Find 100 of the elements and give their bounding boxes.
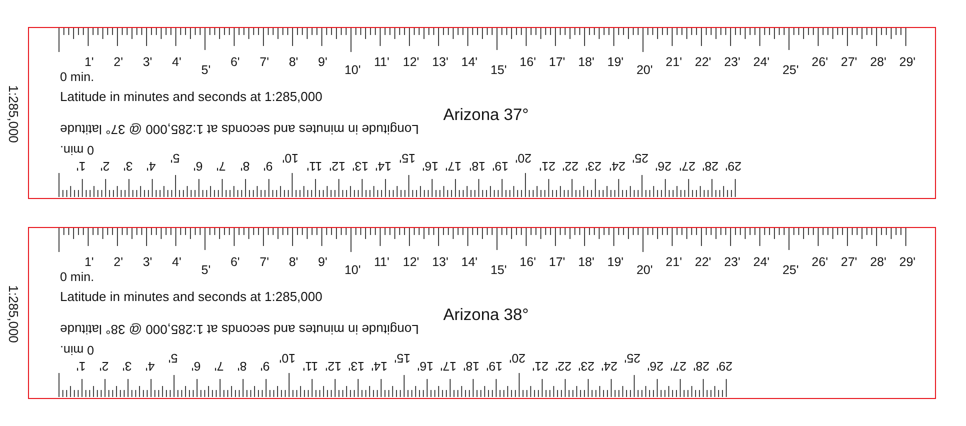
scale-number: 3' xyxy=(122,359,132,373)
scale-zero-label: 0 min. xyxy=(60,343,94,357)
scale-number: 18' xyxy=(578,255,594,269)
scale-number: 17' xyxy=(548,55,566,69)
scale-number: 8' xyxy=(237,359,247,373)
scale-caption: Longitude in minutes and seconds at 1:285,000 @ 38° latitude xyxy=(60,322,419,336)
scale-number: 9' xyxy=(318,255,328,269)
scale-ratio: 1:285,000 xyxy=(6,285,20,343)
scale-ratio: 1:285,000 xyxy=(6,85,20,143)
scale-number: 1' xyxy=(76,159,86,173)
scale-number: 18' xyxy=(578,55,594,69)
scale-number: 4' xyxy=(145,359,155,373)
scale-number: 5' xyxy=(170,151,180,165)
scale-number: 14' xyxy=(371,359,388,373)
scale-number: 22' xyxy=(694,55,712,69)
scale-number: 24' xyxy=(753,255,770,269)
scale-number: 20' xyxy=(636,263,653,277)
scale-number: 19' xyxy=(607,255,624,269)
scale-number: 14' xyxy=(461,255,478,269)
scale-number: 7' xyxy=(260,55,269,69)
scale-zero-label: 0 min. xyxy=(60,270,94,284)
scale-number: 26' xyxy=(812,255,828,269)
scale-caption: Latitude in minutes and seconds at 1:285,000 xyxy=(60,90,322,104)
scale-number: 6' xyxy=(230,55,240,69)
scale-number: 9' xyxy=(263,159,273,173)
scale-number: 15' xyxy=(394,351,411,365)
scale-number: 14' xyxy=(376,159,392,173)
scale-number: 2' xyxy=(114,55,123,69)
scale-number: 22' xyxy=(555,359,572,373)
scale-number: 13' xyxy=(348,359,365,373)
scale-number: 16' xyxy=(417,359,434,373)
scale-number: 21' xyxy=(666,55,682,69)
scale-number: 23' xyxy=(578,359,595,373)
scale-number: 13' xyxy=(432,55,448,69)
scale-number: 13' xyxy=(352,159,369,173)
scale-number: 2' xyxy=(99,359,109,373)
scale-number: 22' xyxy=(694,255,712,269)
scale-number: 17' xyxy=(440,359,457,373)
scale-number: 21' xyxy=(538,159,556,173)
scale-number: 12' xyxy=(329,159,346,173)
scale-number: 27' xyxy=(840,255,858,269)
scale-number: 21' xyxy=(532,359,549,373)
scale-number: 15' xyxy=(399,151,416,165)
scale-number: 6' xyxy=(193,159,203,173)
scale-number: 24' xyxy=(608,159,626,173)
scale-number: 24' xyxy=(601,359,618,373)
scale-number: 25' xyxy=(624,351,641,365)
ruler-title: Arizona 37° xyxy=(443,106,529,124)
scale-number: 18' xyxy=(463,359,480,373)
scale-number: 3' xyxy=(123,159,133,173)
scale-number: 6' xyxy=(191,359,201,373)
scale-number: 8' xyxy=(288,255,298,269)
scale-number: 11' xyxy=(302,359,318,373)
scale-number: 19' xyxy=(486,359,503,373)
scale-zero-label: 0 min. xyxy=(60,70,94,84)
scale-number: 16' xyxy=(520,55,536,69)
scale-number: 9' xyxy=(318,55,328,69)
scale-number: 25' xyxy=(632,151,649,165)
scale-number: 25' xyxy=(782,263,799,277)
ruler-title: Arizona 38° xyxy=(443,306,529,324)
scale-number: 27' xyxy=(840,55,858,69)
scale-number: 15' xyxy=(490,63,507,77)
scale-number: 12' xyxy=(402,55,420,69)
scale-number: 28' xyxy=(702,159,718,173)
scale-number: 3' xyxy=(142,55,152,69)
scale-number: 24' xyxy=(753,55,770,69)
scale-number: 21' xyxy=(666,255,682,269)
scale-number: 16' xyxy=(422,159,439,173)
scale-number: 1' xyxy=(84,255,94,269)
scale-number: 26' xyxy=(647,359,664,373)
scale-number: 11' xyxy=(374,55,390,69)
scale-number: 13' xyxy=(432,255,448,269)
scale-number: 28' xyxy=(870,55,886,69)
scale-number: 26' xyxy=(812,55,828,69)
scale-number: 29' xyxy=(716,359,733,373)
scale-number: 10' xyxy=(282,151,299,165)
scale-number: 27' xyxy=(670,359,687,373)
scale-number: 29' xyxy=(899,255,916,269)
scale-number: 17' xyxy=(548,255,566,269)
scale-number: 29' xyxy=(899,55,916,69)
scale-number: 23' xyxy=(724,255,740,269)
scale-number: 19' xyxy=(492,159,509,173)
scale-number: 6' xyxy=(230,255,240,269)
scale-number: 26' xyxy=(656,159,672,173)
scale-number: 5' xyxy=(168,351,178,365)
scale-number: 1' xyxy=(84,55,94,69)
scale-number: 12' xyxy=(325,359,342,373)
scale-number: 4' xyxy=(146,159,156,173)
scale-number: 15' xyxy=(490,263,507,277)
scale-caption: Longitude in minutes and seconds at 1:285,000 @ 37° latitude xyxy=(60,122,419,136)
scale-number: 22' xyxy=(562,159,579,173)
scale-number: 9' xyxy=(260,359,270,373)
scale-number: 3' xyxy=(142,255,152,269)
scale-number: 8' xyxy=(240,159,250,173)
scale-number: 10' xyxy=(344,63,361,77)
scale-number: 28' xyxy=(693,359,710,373)
scale-number: 23' xyxy=(724,55,740,69)
scale-number: 23' xyxy=(586,159,602,173)
scale-number: 20' xyxy=(509,351,526,365)
scale-number: 20' xyxy=(636,63,653,77)
